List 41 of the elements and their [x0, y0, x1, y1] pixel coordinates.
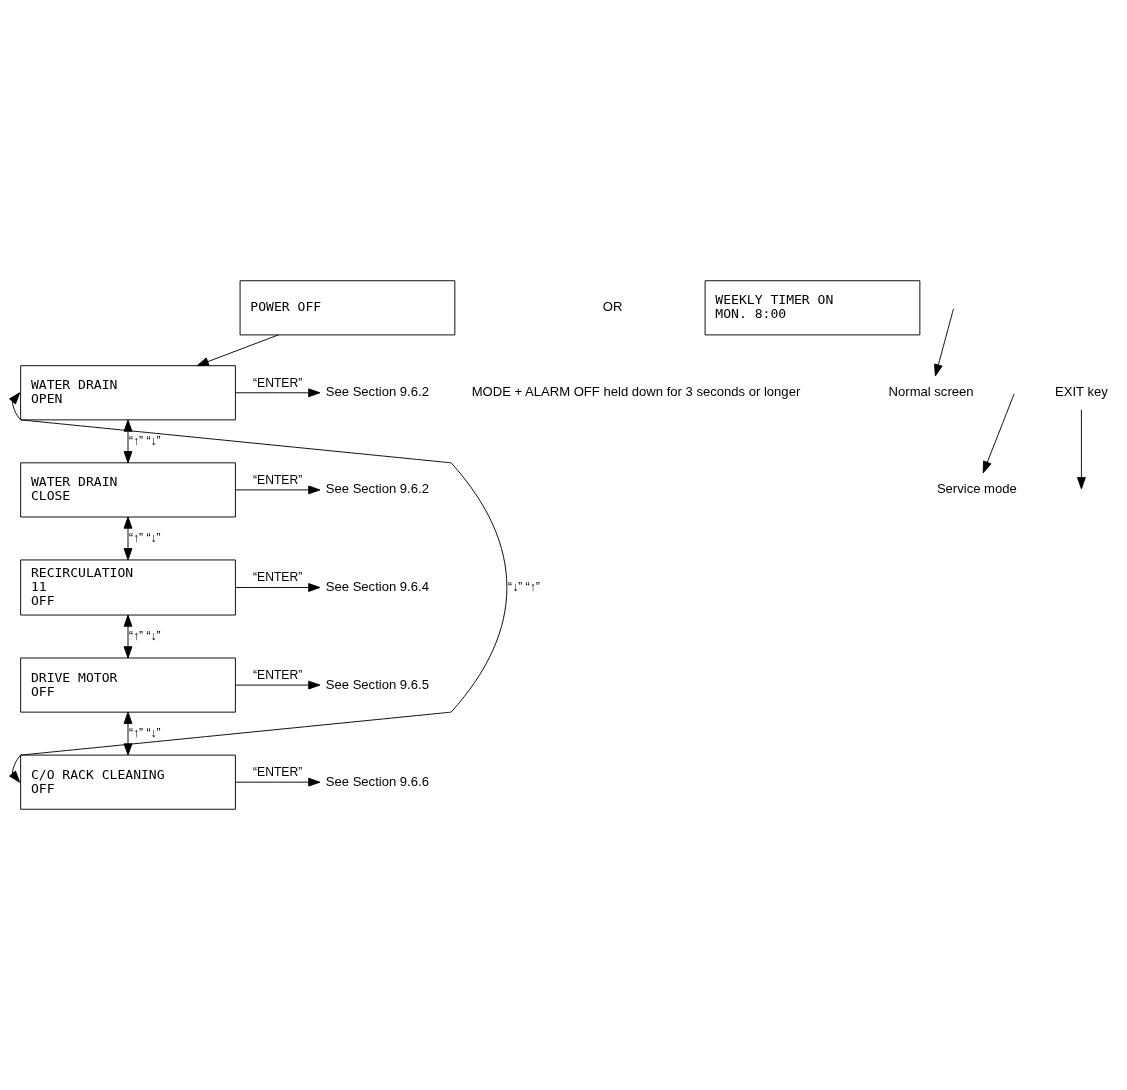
node-box: C/O RACK CLEANING OFF: [20, 754, 236, 810]
edge-label: “ENTER”: [253, 472, 303, 487]
edge-label: “ENTER”: [253, 667, 303, 682]
arrow: [196, 334, 279, 367]
label: MODE + ALARM OFF held down for 3 seconds or longer: [471, 384, 801, 400]
arrow: [123, 614, 133, 659]
node-text: Normal screen: [888, 384, 974, 400]
edge-label: “↑” “↓”: [128, 628, 161, 643]
edge-label: “↑” “↓”: [128, 725, 161, 740]
node-text: See Section 9.6.6: [325, 773, 429, 789]
node-box: RECIRCULATION 11 OFF: [20, 559, 236, 616]
node-box: WATER DRAIN CLOSE: [20, 462, 236, 518]
arrow: [1077, 409, 1086, 490]
arrow: [235, 485, 321, 495]
arrow: [235, 388, 321, 398]
arrow: [235, 583, 321, 592]
node-text: Service mode: [936, 481, 1017, 497]
arrow: [123, 419, 133, 464]
node-box: WATER DRAIN OPEN: [20, 365, 236, 421]
arrow: [235, 680, 321, 690]
arrow: [934, 308, 954, 377]
edge-label: “↓” “↑”: [508, 579, 540, 594]
arrow: [123, 516, 133, 561]
edge-label: “ENTER”: [253, 570, 303, 585]
node-text: See Section 9.6.2: [325, 481, 429, 497]
edge-label: “ENTER”: [253, 375, 303, 390]
node-box: WEEKLY TIMER ON MON. 8:00: [704, 280, 921, 336]
edge-label: “ENTER”: [253, 765, 303, 780]
arrow: [9, 392, 508, 783]
node-text: EXIT key: [1055, 384, 1108, 400]
arrow: [235, 777, 321, 787]
node-box: DRIVE MOTOR OFF: [20, 657, 236, 713]
edge-label: “↑” “↓”: [128, 433, 161, 448]
node-text: See Section 9.6.2: [325, 384, 429, 400]
node-text: See Section 9.6.5: [325, 676, 429, 692]
arrow: [982, 393, 1015, 474]
edge-label: “↑” “↓”: [128, 530, 161, 545]
node-box: POWER OFF: [239, 280, 456, 336]
label: OR: [602, 299, 623, 315]
node-text: See Section 9.6.4: [325, 578, 429, 594]
arrow: [123, 711, 133, 756]
